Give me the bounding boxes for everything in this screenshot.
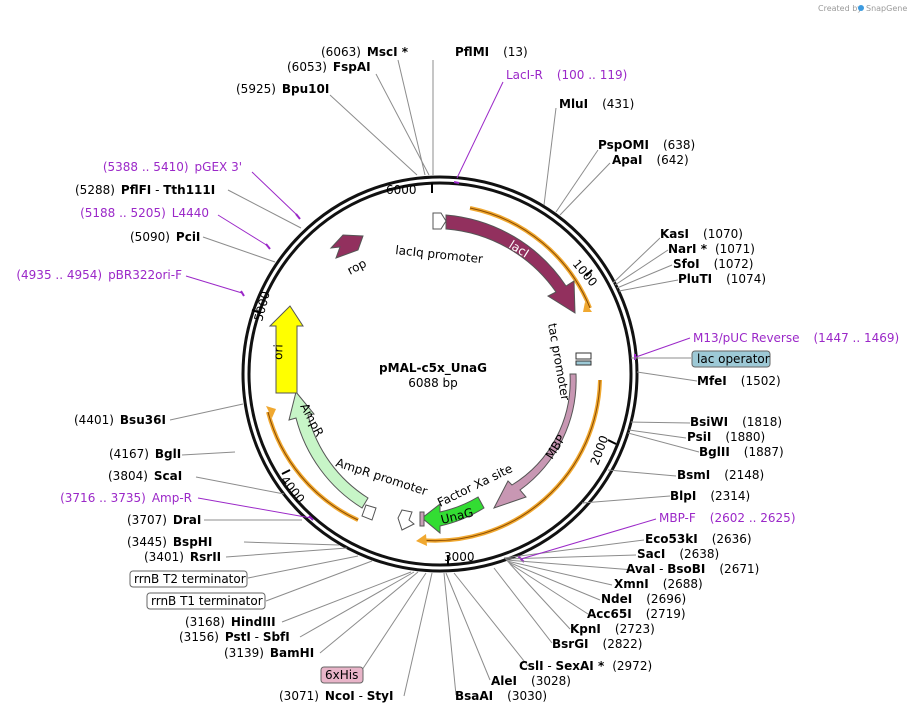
enzyme-ncoI-styI[interactable]: (3071)NcoI - StyI — [279, 689, 393, 703]
enzyme-scaI[interactable]: (3804)ScaI — [108, 469, 182, 483]
rop-feature[interactable] — [329, 234, 364, 259]
tac-promoter-feature[interactable] — [575, 352, 592, 360]
enzyme-bamhI[interactable]: (3139)BamHI — [224, 646, 314, 660]
laci-highlight-arrowhead — [583, 302, 592, 312]
ruler-3000: 3000 — [444, 550, 475, 564]
enzyme-narI[interactable]: NarI *(1071) — [668, 242, 755, 256]
enzyme-bsmI[interactable]: BsmI(2148) — [677, 468, 764, 482]
enzyme-bsphI[interactable]: (3445)BspHI — [127, 535, 212, 549]
feature-highlights-inner — [267, 207, 601, 542]
snapgene-logo-icon — [858, 5, 864, 11]
laciq-promoter-feature[interactable] — [432, 212, 447, 230]
enzyme-hindIII[interactable]: (3168)HindIII — [185, 615, 276, 629]
ruler-ticks — [251, 183, 617, 565]
enzyme-ndeI[interactable]: NdeI(2696) — [601, 592, 686, 606]
credit-brand: SnapGene — [866, 4, 907, 13]
enzyme-fspaI[interactable]: (6053)FspAI — [287, 60, 371, 74]
mbp-highlight-arrowhead — [416, 534, 427, 546]
enzyme-kasI[interactable]: KasI(1070) — [660, 227, 743, 241]
primer-m13puc-reverse[interactable]: M13/pUC Reverse(1447 .. 1469) — [693, 331, 899, 345]
enzyme-mscI[interactable]: (6063)MscI * — [321, 45, 409, 59]
enzyme-mfeI[interactable]: MfeI(1502) — [697, 374, 781, 388]
enzyme-rsrII[interactable]: (3401)RsrII — [144, 550, 221, 564]
enzyme-pstI-sbfI[interactable]: (3156)PstI - SbfI — [179, 630, 290, 644]
enzyme-pflfI-tth111I[interactable]: (5288)PflFI - Tth111I — [75, 183, 215, 197]
lac-operator-box[interactable] — [691, 350, 771, 368]
enzyme-mluI[interactable]: MluI(431) — [559, 97, 634, 111]
primer-laci-r[interactable]: LacI-R(100 .. 119) — [506, 68, 627, 82]
mbp-label: MBP — [543, 432, 569, 461]
enzyme-avaI-bsobI[interactable]: AvaI - BsoBI(2671) — [626, 562, 759, 576]
enzyme-leaders — [169, 59, 700, 697]
enzyme-sfoI[interactable]: SfoI(1072) — [673, 257, 753, 271]
ruler-6000: 6000 — [386, 183, 417, 197]
primer-l4440[interactable]: (5188 .. 5205)L4440 — [80, 206, 209, 220]
unag-label: UnaG — [439, 505, 474, 527]
enzyme-bglI[interactable]: (4167)BglI — [109, 447, 181, 461]
enzyme-bpu10I[interactable]: (5925)Bpu10I — [236, 82, 329, 96]
factor-xa-feature[interactable] — [419, 511, 425, 527]
plasmid-size: 6088 bp — [408, 376, 458, 390]
unag-feature[interactable] — [421, 496, 485, 535]
enzyme-kpnI[interactable]: KpnI(2723) — [570, 622, 655, 636]
ruler-5000: 5000 — [251, 290, 272, 323]
enzyme-csII-sexaI[interactable]: CslI - SexAI *(2972) — [519, 659, 652, 673]
rrnb-t1-label: rrnB T1 terminator — [151, 594, 263, 608]
enzyme-psiI[interactable]: PsiI(1880) — [687, 430, 765, 444]
enzyme-eco53kI[interactable]: Eco53kI(2636) — [645, 532, 752, 546]
laci-feature[interactable] — [445, 214, 576, 314]
enzyme-pflmI[interactable]: PflMI(13) — [455, 45, 528, 59]
tac-promoter-label: tac promoter — [545, 322, 572, 401]
rrnb-t2-label: rrnB T2 terminator — [134, 572, 246, 586]
his-tag-label: 6xHis — [325, 668, 358, 682]
laciq-promoter-label: lacIq promoter — [395, 243, 484, 266]
ampr-promoter-feature-2[interactable] — [361, 504, 377, 521]
enzyme-bglII[interactable]: BglII(1887) — [699, 445, 784, 459]
enzyme-plutI[interactable]: PluTI(1074) — [678, 272, 766, 286]
enzyme-bsiwI[interactable]: BsiWI(1818) — [690, 415, 782, 429]
enzyme-xmnI[interactable]: XmnI(2688) — [614, 577, 703, 591]
credit-prefix: Created by — [818, 4, 862, 13]
enzyme-bsu36I[interactable]: (4401)Bsu36I — [74, 413, 166, 427]
lac-operator-feature[interactable] — [575, 360, 592, 366]
primer-mbp-f[interactable]: MBP-F(2602 .. 2625) — [659, 511, 796, 525]
primer-pbr322ori-f[interactable]: (4935 .. 4954)pBR322ori-F — [16, 268, 182, 282]
primer-leaders — [185, 81, 691, 560]
plasmid-name: pMAL-c5x_UnaG — [379, 361, 487, 376]
mbp-feature[interactable] — [492, 373, 577, 509]
enzyme-acc65I[interactable]: Acc65I(2719) — [587, 607, 686, 621]
rrnb-t2-box[interactable] — [129, 570, 248, 588]
enzyme-sacI[interactable]: SacI(2638) — [637, 547, 719, 561]
his-tag-box[interactable] — [320, 666, 364, 684]
rop-label: rop — [345, 256, 369, 278]
enzyme-aleI[interactable]: AleI(3028) — [491, 674, 571, 688]
ampr-promoter-feature[interactable] — [397, 509, 415, 531]
enzyme-blpI[interactable]: BlpI(2314) — [670, 489, 750, 503]
enzyme-pspomI[interactable]: PspOMI(638) — [598, 138, 695, 152]
lac-operator-label: lac operator — [697, 352, 770, 366]
enzyme-bsaaI[interactable]: BsaAI(3030) — [455, 689, 547, 703]
enzyme-draI[interactable]: (3707)DraI — [127, 513, 201, 527]
ori-feature[interactable] — [268, 305, 304, 394]
ruler-2000: 2000 — [588, 434, 612, 467]
backbone — [241, 175, 639, 573]
enzyme-pciI[interactable]: (5090)PciI — [130, 230, 200, 244]
enzyme-bsrgI[interactable]: BsrGI(2822) — [552, 637, 642, 651]
enzyme-apaI[interactable]: ApaI(642) — [612, 153, 689, 167]
ori-label: ori — [271, 344, 286, 360]
primer-pgex3[interactable]: (5388 .. 5410)pGEX 3' — [103, 160, 242, 174]
rrnb-t1-box[interactable] — [146, 592, 266, 610]
primer-amp-r[interactable]: (3716 .. 3735)Amp-R — [60, 491, 192, 505]
ampr-highlight-arrowhead — [266, 406, 276, 418]
